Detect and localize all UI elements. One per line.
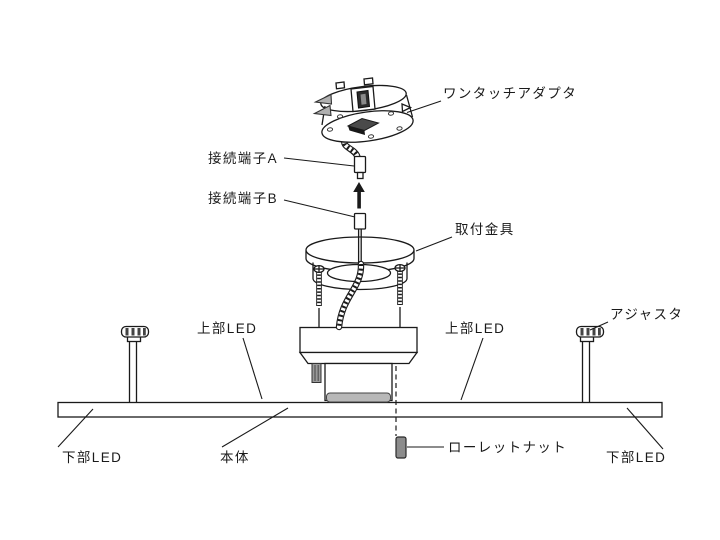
label-adjuster: アジャスタ: [610, 307, 683, 322]
label-upper-led-left: 上部LED: [197, 321, 257, 336]
hanger-rod: [357, 229, 362, 266]
bracket-screw-left: [313, 264, 325, 327]
bracket-screw-right: [394, 263, 406, 327]
label-terminal-a: 接続端子A: [208, 150, 278, 166]
knurled-nut-part: [395, 436, 407, 459]
insert-direction-arrow-icon: [353, 182, 365, 209]
label-lower-led-right: 下部LED: [606, 450, 666, 465]
label-upper-led-right: 上部LED: [445, 321, 505, 336]
label-lower-led-left: 下部LED: [62, 450, 122, 465]
side-connector-tab: [311, 363, 322, 383]
label-one-touch-adapter: ワンタッチアダプタ: [443, 86, 577, 101]
adjuster-left: [120, 325, 150, 403]
one-touch-adapter-part: [312, 77, 414, 143]
main-body-bar: [57, 401, 663, 418]
label-terminal-b: 接続端子B: [208, 190, 278, 206]
label-knurled-nut: ローレットナット: [448, 440, 567, 455]
terminal-a-connector: [353, 155, 367, 180]
label-mounting-bracket: 取付金具: [455, 222, 515, 237]
leader-lines: [57, 100, 664, 450]
diffuser-edge: [326, 392, 391, 403]
bracket-cable: [335, 260, 365, 331]
terminal-b-connector: [353, 212, 367, 230]
adjuster-right: [575, 325, 605, 403]
lamp-body: [298, 326, 419, 403]
label-main-body: 本体: [220, 450, 250, 465]
